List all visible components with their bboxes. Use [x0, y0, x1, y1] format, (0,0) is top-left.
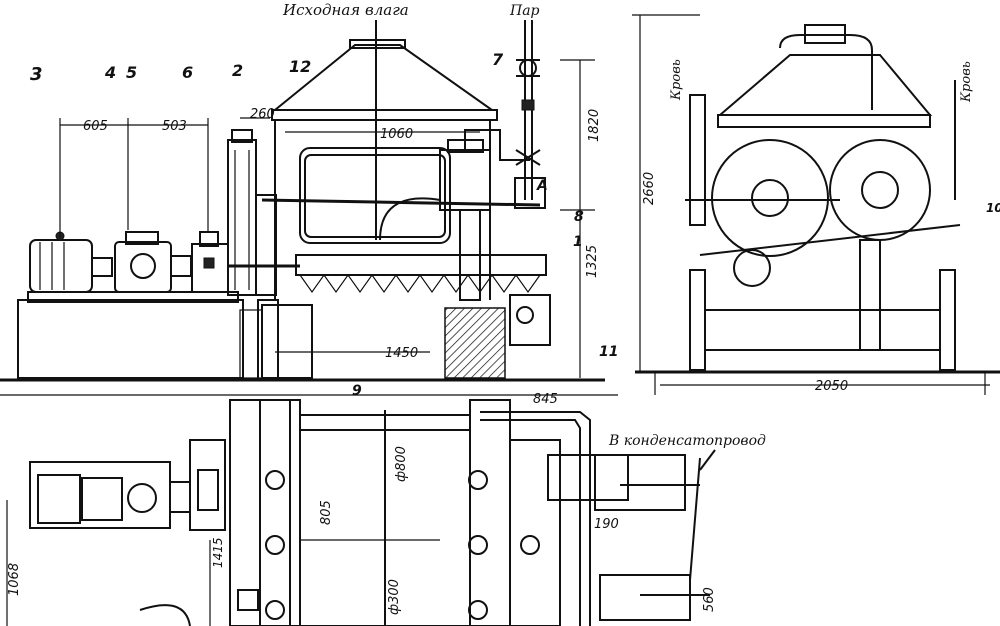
dim-560: 560 — [702, 587, 717, 612]
coupling — [191, 231, 229, 293]
dim-1450: 1450 — [385, 346, 418, 361]
dim-2050: 2050 — [815, 379, 848, 394]
dim-845: 845 — [533, 392, 558, 407]
dim-2660: 2660 — [642, 172, 657, 205]
dim-1415: 1415 — [211, 537, 225, 568]
screw-conveyor — [295, 254, 547, 294]
bearing-housing — [227, 129, 279, 381]
callout-9: 9 — [352, 383, 362, 399]
callout-2: 2 — [232, 61, 243, 80]
feed-label: Исходная влага — [282, 1, 409, 19]
side-elevation-view — [632, 14, 1000, 395]
right-bearing — [439, 129, 530, 301]
callout-4: 4 — [104, 63, 116, 82]
dim-605: 605 — [83, 119, 108, 134]
gear-reducer — [114, 231, 192, 293]
callout-8: 8 — [574, 209, 584, 225]
blood-label-right: Кровь — [959, 61, 974, 103]
dim-1068: 1068 — [7, 563, 22, 596]
steam-pipe — [514, 20, 546, 209]
callout-1: 1 — [573, 234, 583, 250]
callout-5: 5 — [126, 63, 137, 82]
dim-300: ф300 — [387, 579, 402, 615]
dim-800: ф800 — [394, 446, 409, 482]
steam-label: Пар — [509, 3, 540, 19]
blood-label-left: Кровь — [669, 59, 684, 101]
dim-1060: 1060 — [380, 127, 413, 142]
dim-1820: 1820 — [587, 109, 602, 142]
front-elevation-view — [0, 20, 605, 382]
callout-6: 6 — [182, 63, 193, 82]
dim-260: 260 — [250, 107, 275, 122]
front-dimension-lines — [59, 59, 595, 378]
dim-1325: 1325 — [585, 245, 600, 278]
dim-503: 503 — [162, 119, 187, 134]
centrifuge-drum — [261, 147, 541, 244]
callout-11: 11 — [599, 344, 618, 360]
callout-7: 7 — [492, 50, 504, 69]
dim-190: 190 — [594, 517, 619, 532]
callout-12: 12 — [289, 57, 311, 76]
callout-10: 10 — [986, 201, 1000, 215]
condensate-label: В конденсатопровод — [608, 433, 766, 449]
callout-3: 3 — [30, 64, 43, 85]
callout-A: А — [536, 178, 548, 194]
plan-view — [0, 394, 716, 626]
dim-805: 805 — [319, 500, 334, 525]
electric-motor — [29, 231, 113, 293]
